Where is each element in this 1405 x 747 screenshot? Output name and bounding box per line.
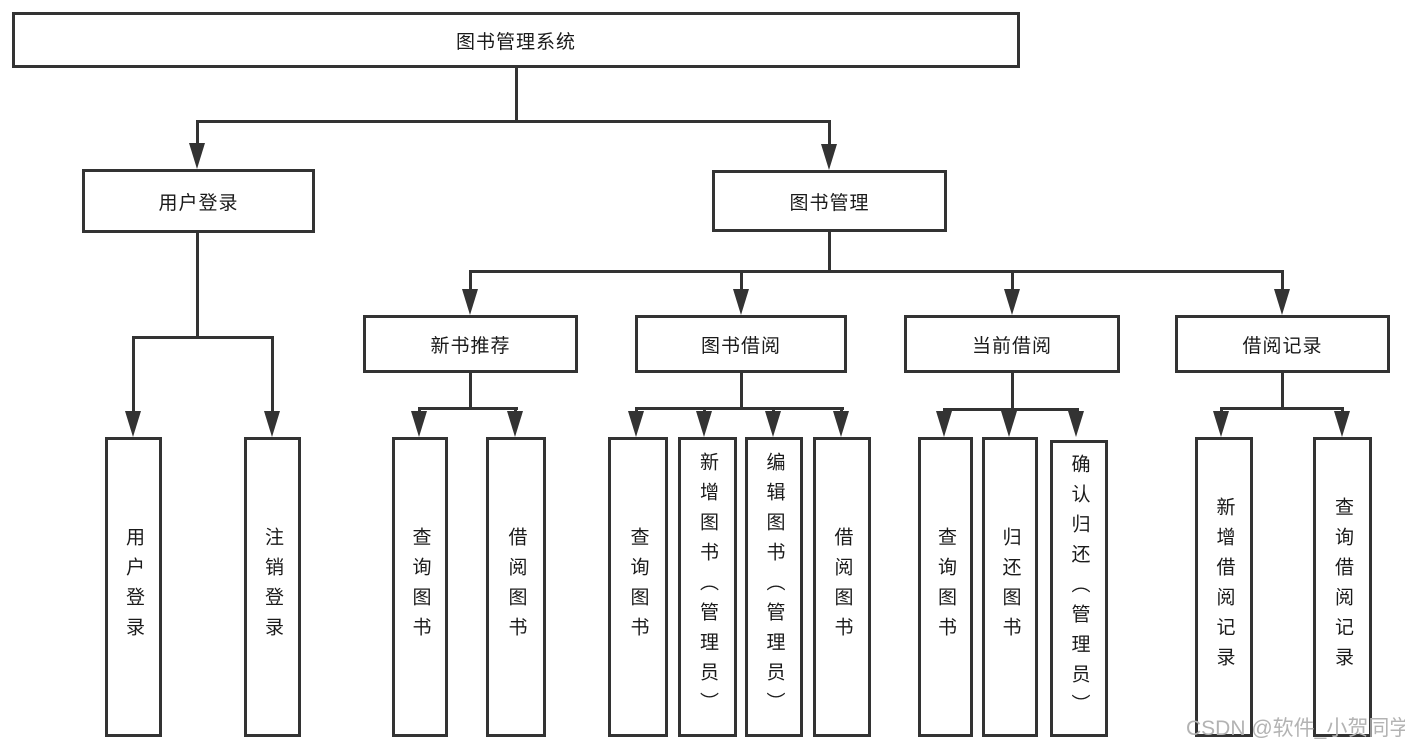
leaf-edit-book-admin: 编辑图书（管理员） [745,437,803,737]
connector-line [515,68,518,120]
arrow-down-icon [936,411,952,437]
arrow-down-icon [696,411,712,437]
node-label: 查询借阅记录 [1332,497,1353,677]
node-label: 借阅图书 [505,527,527,647]
node-label: 新增图书（管理员） [697,452,718,722]
node-label: 用户登录 [158,192,239,214]
connector-line [469,373,472,410]
node-label: 新增借阅记录 [1213,497,1235,677]
node-label: 归还图书 [999,527,1021,647]
node-label: 图书管理系统 [455,31,576,53]
arrow-down-icon [833,411,849,437]
arrow-down-icon [1334,411,1350,437]
connector-line [1281,270,1284,292]
arrow-down-icon [1068,411,1084,437]
node-user-login: 用户登录 [82,169,315,233]
connector-line [740,270,743,292]
arrow-down-icon [1213,411,1229,437]
node-label: 图书管理 [789,192,870,214]
node-label: 查询图书 [935,527,956,647]
connector-line [196,120,831,123]
connector-line [636,407,844,410]
arrow-down-icon [462,289,478,315]
csdn-watermark: CSDN @软件_小贺同学 [1186,717,1405,740]
arrow-down-icon [1001,411,1017,437]
arrow-down-icon [125,411,141,437]
node-label: 当前借阅 [971,335,1052,357]
connector-line [1221,407,1344,410]
connector-line [1281,373,1284,410]
arrow-down-icon [189,143,205,169]
node-label: 图书借阅 [700,335,781,357]
arrow-down-icon [628,411,644,437]
leaf-query-book: 查询图书 [918,437,973,737]
connector-line [1011,373,1014,411]
node-book-management: 图书管理 [712,170,947,232]
node-borrow-records: 借阅记录 [1175,315,1390,373]
node-label: 新书推荐 [430,335,511,357]
leaf-query-book: 查询图书 [392,437,448,737]
node-label: 借阅图书 [831,527,853,647]
arrow-down-icon [1004,289,1020,315]
leaf-borrow-book: 借阅图书 [486,437,546,737]
node-new-book-recommend: 新书推荐 [363,315,578,373]
connector-line [196,233,199,339]
arrow-down-icon [733,289,749,315]
leaf-query-book: 查询图书 [608,437,668,737]
node-current-borrowing: 当前借阅 [904,315,1120,373]
connector-line [1011,270,1014,292]
arrow-down-icon [1274,289,1290,315]
node-label: 用户登录 [123,527,144,647]
leaf-confirm-return-admin: 确认归还（管理员） [1050,440,1108,737]
leaf-user-login: 用户登录 [105,437,162,737]
node-label: 借阅记录 [1242,335,1323,357]
leaf-return-book: 归还图书 [982,437,1038,737]
leaf-borrow-book: 借阅图书 [813,437,871,737]
node-label: 查询图书 [627,527,649,647]
connector-line [944,408,1079,411]
connector-line [828,232,831,273]
leaf-add-book-admin: 新增图书（管理员） [678,437,737,737]
leaf-query-borrow-record: 查询借阅记录 [1313,437,1372,737]
node-label: 查询图书 [409,527,431,647]
arrow-down-icon [821,144,837,170]
arrow-down-icon [765,411,781,437]
node-label: 注销登录 [262,527,283,647]
node-label: 确认归还（管理员） [1068,453,1090,724]
arrow-down-icon [507,411,523,437]
connector-line [133,336,274,339]
node-library-management-system: 图书管理系统 [12,12,1020,68]
connector-line [740,373,743,410]
connector-line [419,407,518,410]
arrow-down-icon [411,411,427,437]
connector-line [271,336,274,414]
leaf-logout: 注销登录 [244,437,301,737]
leaf-add-borrow-record: 新增借阅记录 [1195,437,1253,737]
node-label: 编辑图书（管理员） [763,452,785,722]
connector-line [828,120,831,147]
connector-line [469,270,1284,273]
connector-line [196,120,199,146]
arrow-down-icon [264,411,280,437]
connector-line [132,336,135,414]
connector-line [469,270,472,292]
node-book-borrowing: 图书借阅 [635,315,847,373]
